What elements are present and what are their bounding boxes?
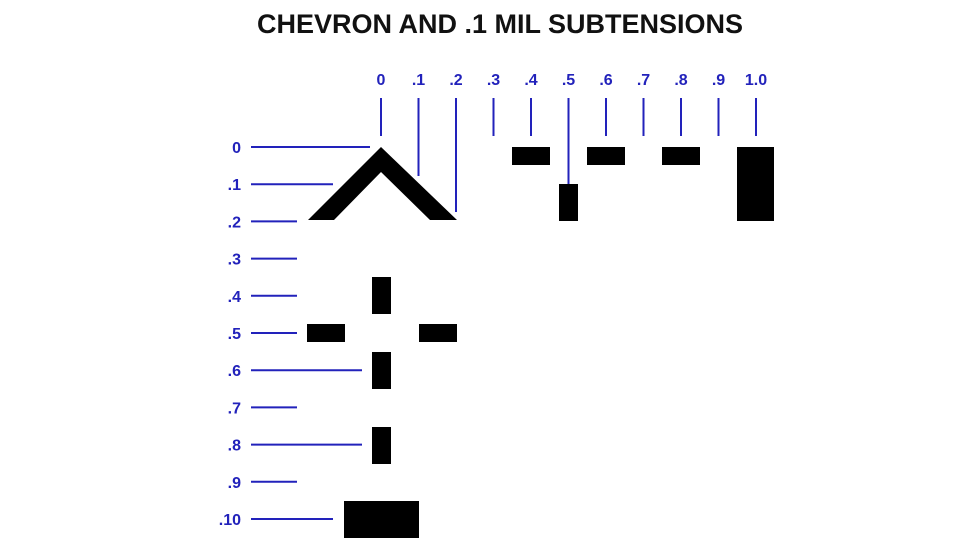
top-scale-label: .8: [674, 72, 687, 89]
diagram-title: CHEVRON AND .1 MIL SUBTENSIONS: [257, 9, 743, 39]
top-bar-10: [737, 147, 774, 221]
crosshair-bottom-post: [372, 352, 391, 389]
chevron-mark: [308, 147, 457, 220]
lower-post: [372, 427, 391, 464]
top-scale-label: .1: [412, 72, 425, 89]
left-scale-label: .4: [228, 289, 241, 306]
left-scale-label: .3: [228, 252, 241, 269]
left-scale-lines: [251, 146, 370, 520]
left-scale-label: .5: [228, 326, 241, 343]
top-scale-label: .2: [449, 72, 462, 89]
left-scale-label: .6: [228, 363, 241, 380]
top-scale-label: .7: [637, 72, 650, 89]
crosshair-left-bar: [307, 324, 345, 342]
top-scale-label: .4: [524, 72, 537, 89]
top-bar-04: [512, 147, 550, 165]
left-scale-label: 0: [232, 140, 241, 157]
top-scale-label: .9: [712, 72, 725, 89]
top-scale-label: 0: [377, 72, 386, 89]
bottom-block: [344, 501, 419, 538]
top-bar-05: [559, 184, 578, 221]
top-scale-lines: [380, 98, 757, 212]
left-scale-labels: 0 .1 .2 .3 .4 .5 .6 .7 .8 .9 .10: [219, 140, 241, 529]
left-scale-label: .1: [228, 177, 241, 194]
top-scale-label: 1.0: [745, 72, 767, 89]
left-scale-label: .8: [228, 438, 241, 455]
top-scale-label: .6: [599, 72, 612, 89]
top-bar-08: [662, 147, 700, 165]
left-scale-label: .10: [219, 512, 241, 529]
top-scale-label: .5: [562, 72, 575, 89]
left-scale-label: .2: [228, 214, 241, 231]
top-bar-06: [587, 147, 625, 165]
crosshair-right-bar: [419, 324, 457, 342]
top-scale-label: .3: [487, 72, 500, 89]
top-scale-labels: 0 .1 .2 .3 .4 .5 .6 .7 .8 .9 1.0: [377, 72, 768, 89]
left-scale-label: .7: [228, 400, 241, 417]
reticle-marks: [307, 147, 774, 538]
crosshair-top-post: [372, 277, 391, 314]
left-scale-label: .9: [228, 475, 241, 492]
